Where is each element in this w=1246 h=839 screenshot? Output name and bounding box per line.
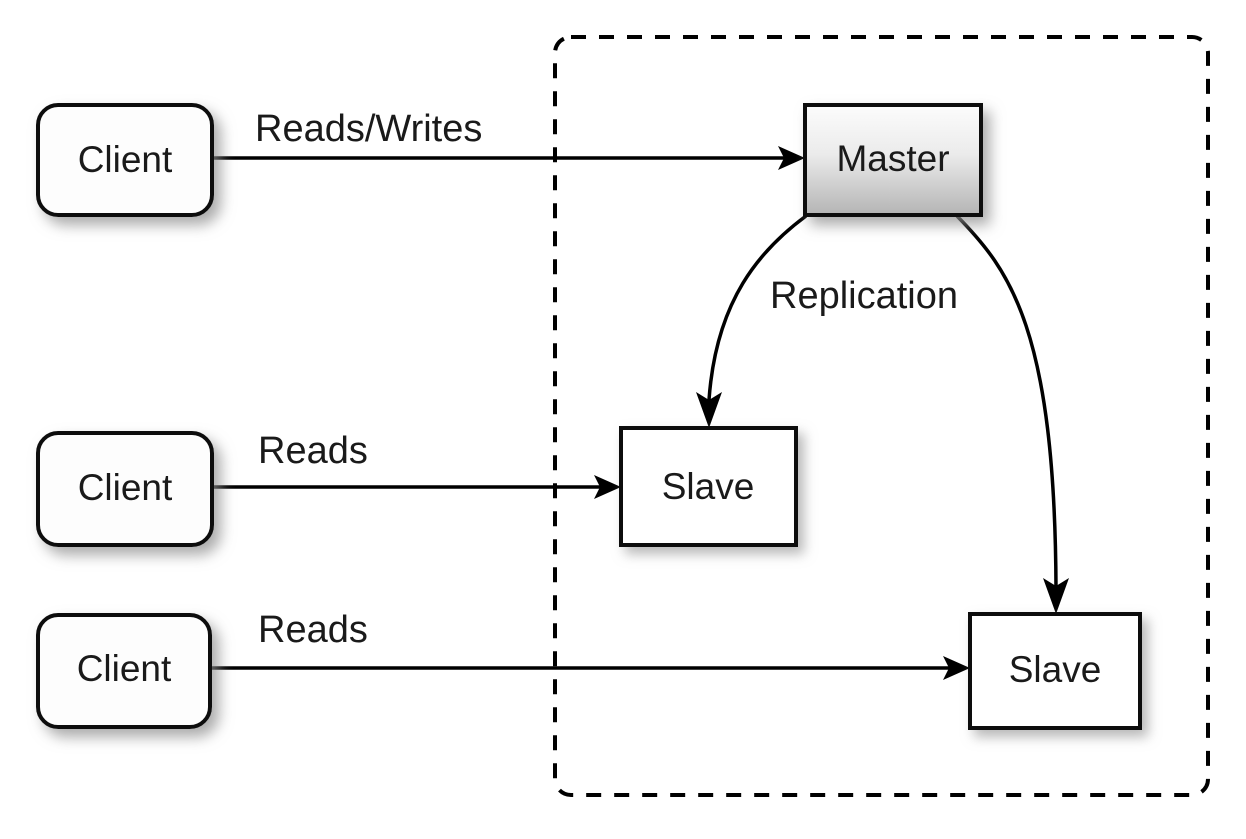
client-2-label: Client xyxy=(78,467,173,508)
arrowhead-icon xyxy=(594,475,621,499)
node-slave-1[interactable]: Slave xyxy=(619,426,798,547)
client-2-shape[interactable] xyxy=(36,431,214,547)
master-label: Master xyxy=(836,138,949,179)
arrowhead-icon xyxy=(1043,578,1069,614)
edge-label-reads-2: Reads xyxy=(258,609,368,651)
slave-1-label: Slave xyxy=(662,466,755,507)
edge-label-reads-writes: Reads/Writes xyxy=(255,108,482,150)
node-slave-2[interactable]: Slave xyxy=(968,612,1142,730)
node-client-1[interactable]: Client xyxy=(36,103,214,217)
slave-2-shape[interactable] xyxy=(968,612,1142,730)
arrowhead-icon xyxy=(696,392,722,428)
slave-1-shape[interactable] xyxy=(619,426,798,547)
client-1-label: Client xyxy=(78,139,173,180)
node-client-3[interactable]: Client xyxy=(36,613,212,729)
client-3-label: Client xyxy=(77,648,172,689)
client-1-shape[interactable] xyxy=(36,103,214,217)
edge-client3-slave2 xyxy=(210,656,970,680)
edge-label-replication: Replication xyxy=(770,275,958,317)
client-3-shape[interactable] xyxy=(36,613,212,729)
arrowhead-icon xyxy=(778,146,805,170)
edge-client2-slave1 xyxy=(212,475,621,499)
arrowhead-icon xyxy=(943,656,970,680)
node-client-2[interactable]: Client xyxy=(36,431,214,547)
edge-client1-master xyxy=(212,146,805,170)
edge-master-slave2 xyxy=(955,214,1069,614)
slave-2-label: Slave xyxy=(1009,649,1102,690)
master-shape[interactable] xyxy=(803,103,983,217)
node-master[interactable]: Master xyxy=(803,103,983,217)
edge-label-reads-1: Reads xyxy=(258,430,368,472)
edge-master-slave1 xyxy=(696,214,808,428)
datastore-boundary xyxy=(553,35,1210,797)
